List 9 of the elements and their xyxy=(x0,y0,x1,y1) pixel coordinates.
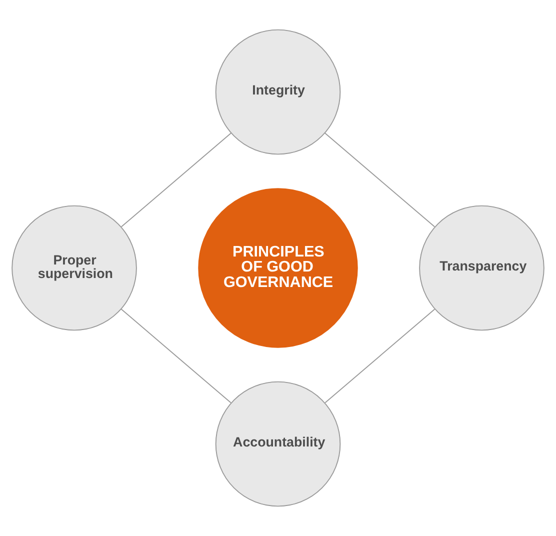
connector xyxy=(324,132,436,228)
connector xyxy=(120,132,232,228)
node-circle: PRINCIPLES OF GOOD GOVERNANCE xyxy=(198,188,358,348)
node-circle: Transparency xyxy=(419,205,544,331)
node-circle: Integrity xyxy=(215,29,341,155)
node-circle: Proper supervision xyxy=(12,205,137,331)
connector xyxy=(324,308,436,404)
connector xyxy=(120,308,232,404)
node-circle: Accountability xyxy=(215,381,341,507)
